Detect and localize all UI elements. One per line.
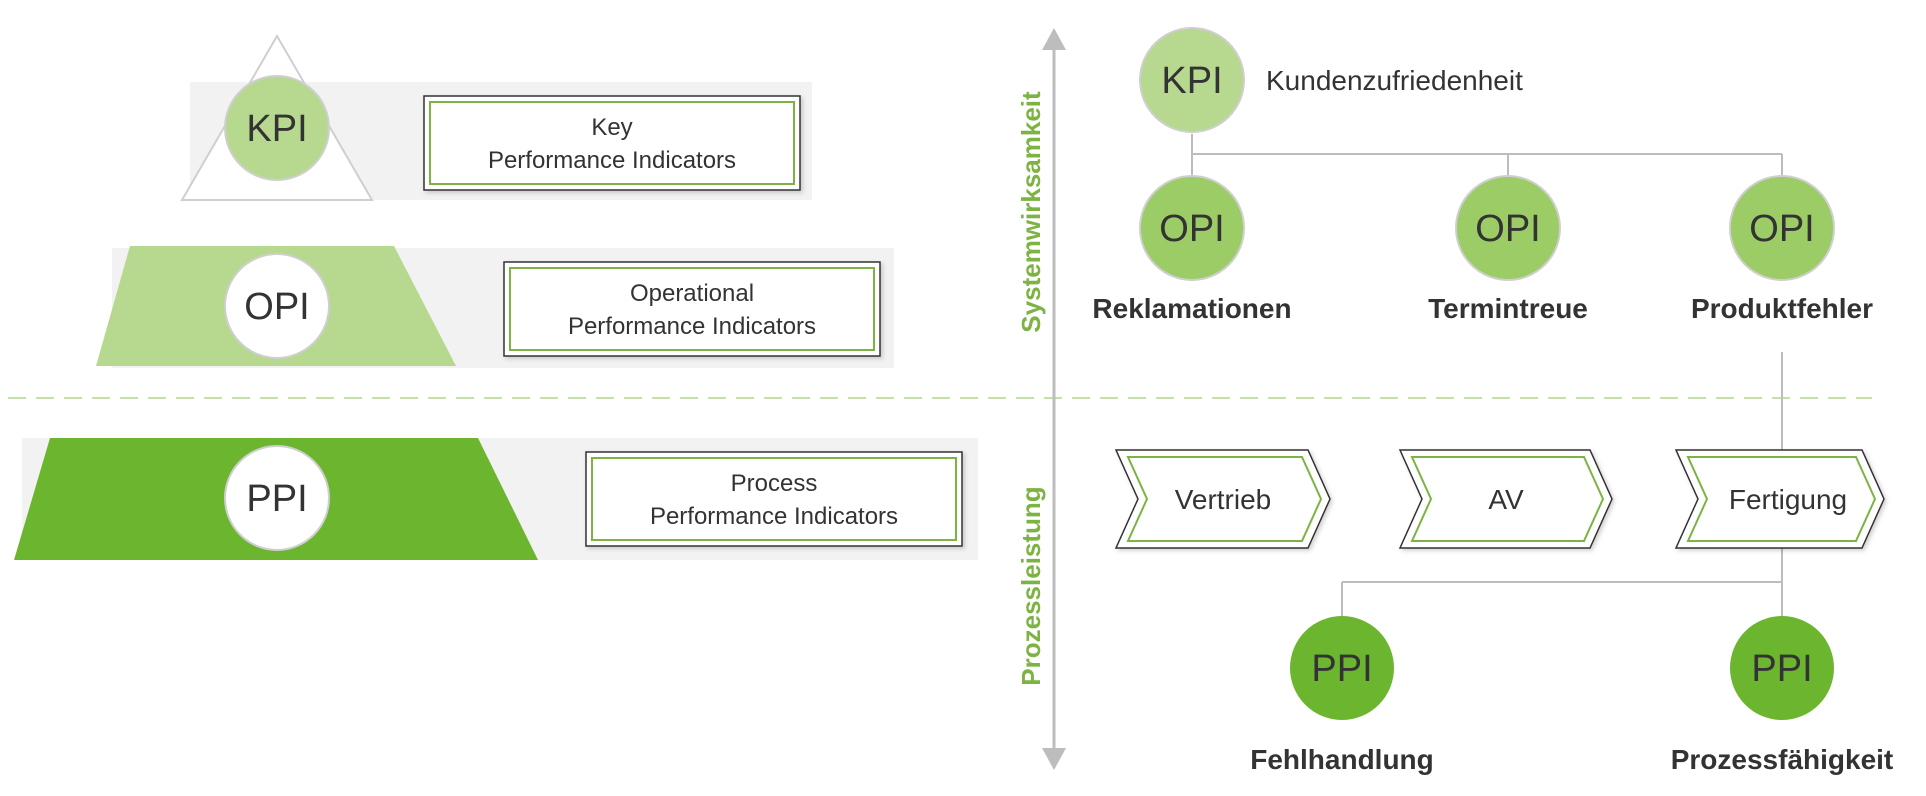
axis-label-systemwirksamkeit: Systemwirksamkeit [1016, 91, 1046, 333]
kpi-node-abbr: KPI [1161, 60, 1222, 102]
ppi-node-fehlhandlung: PPI [1290, 616, 1394, 720]
process-chevron-fertigung [1674, 449, 1885, 549]
kpi-node-label: Kundenzufriedenheit [1266, 65, 1523, 96]
opi-label-box [503, 261, 881, 357]
ppi-level-badge: PPI [224, 445, 330, 551]
opi-level-abbr: OPI [244, 286, 309, 328]
opi-label-line2: Performance Indicators [568, 313, 816, 340]
opi-label-reklamationen: Reklamationen [1092, 293, 1291, 324]
kpi-level-badge: KPI [224, 75, 330, 181]
opi-node-termintreue: OPI [1455, 175, 1561, 281]
ppi-node-abbr: PPI [1311, 648, 1372, 690]
ppi-label-prozessfaehigkeit: Prozessfähigkeit [1671, 744, 1894, 775]
opi-node-abbr: OPI [1749, 208, 1814, 250]
opi-label-line1: Operational [630, 280, 754, 307]
ppi-node-prozessfaehigkeit: PPI [1730, 616, 1834, 720]
arrow-down-icon [1042, 748, 1066, 770]
process-chevron-vertrieb [1114, 449, 1331, 549]
opi-label-termintreue: Termintreue [1428, 293, 1588, 324]
ppi-label-line1: Process [731, 470, 818, 497]
kpi-label-box [423, 95, 801, 191]
ppi-label-line2: Performance Indicators [650, 503, 898, 530]
ppi-node-abbr: PPI [1751, 648, 1812, 690]
ppi-label-box [585, 451, 963, 547]
opi-label-produktfehler: Produktfehler [1691, 293, 1873, 324]
axis-label-prozessleistung: Prozessleistung [1016, 486, 1046, 685]
process-label-fertigung: Fertigung [1729, 484, 1847, 515]
ppi-level-abbr: PPI [246, 478, 307, 520]
vertical-axis [1042, 28, 1066, 770]
opi-level-badge: OPI [224, 253, 330, 359]
tree-connectors [1191, 134, 1783, 618]
opi-node-produktfehler: OPI [1729, 175, 1835, 281]
opi-node-abbr: OPI [1475, 208, 1540, 250]
opi-node-reklamationen: OPI [1139, 175, 1245, 281]
kpi-node: KPI [1139, 27, 1245, 133]
ppi-label-fehlhandlung: Fehlhandlung [1250, 744, 1434, 775]
kpi-label-line1: Key [591, 114, 632, 141]
arrow-up-icon [1042, 28, 1066, 50]
kpi-level-abbr: KPI [246, 108, 307, 150]
process-label-vertrieb: Vertrieb [1175, 484, 1272, 515]
process-label-av: AV [1488, 484, 1524, 515]
process-chevron-av [1398, 449, 1613, 549]
opi-node-abbr: OPI [1159, 208, 1224, 250]
kpi-label-line2: Performance Indicators [488, 147, 736, 174]
